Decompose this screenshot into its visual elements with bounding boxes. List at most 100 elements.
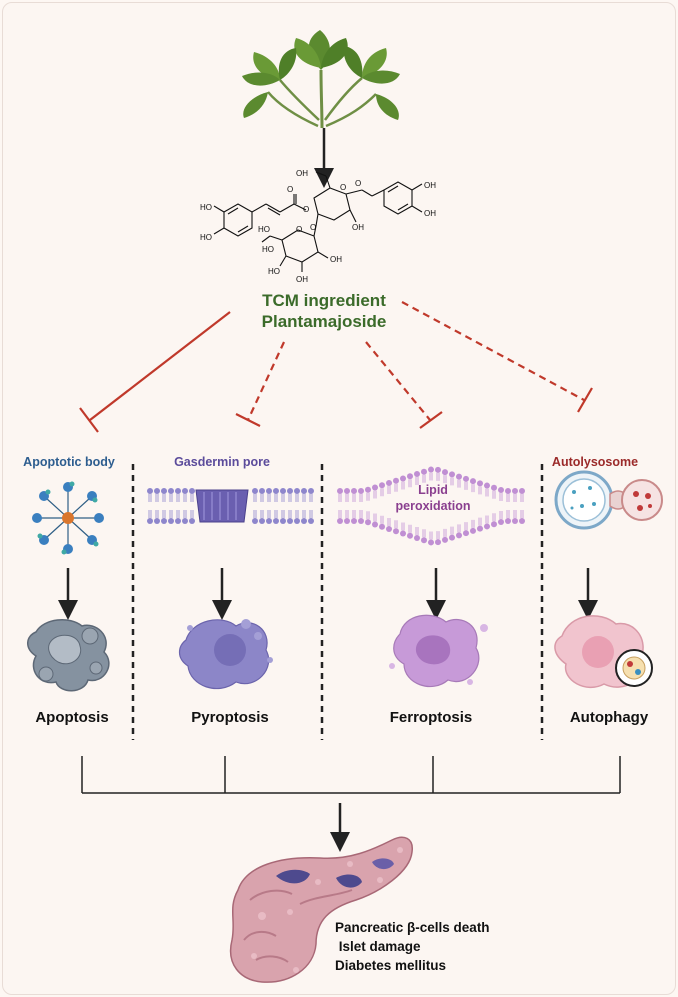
lipid-head xyxy=(428,539,434,546)
lipid-peroxidation-membrane-icon xyxy=(337,466,525,546)
lipid-head xyxy=(294,488,300,494)
lipid-head xyxy=(407,473,413,480)
svg-text:HO: HO xyxy=(258,225,270,234)
apoptotic-cell-icon xyxy=(27,619,110,692)
ferroptosis-inhibition xyxy=(365,341,443,429)
lipid-tail xyxy=(169,494,173,502)
lipid-head xyxy=(498,487,504,494)
lipid-head xyxy=(435,539,441,546)
lipid-tail xyxy=(162,494,166,502)
lipid-tail xyxy=(485,515,489,524)
lipid-peroxidation-line-2: peroxidation xyxy=(395,499,471,513)
lipid-head xyxy=(372,484,378,491)
svg-text:O: O xyxy=(296,225,302,234)
lipid-tail xyxy=(373,513,377,522)
lipid-tail xyxy=(499,510,503,519)
lipid-tail xyxy=(394,520,398,529)
lipid-tail xyxy=(302,510,306,518)
svg-text:HO: HO xyxy=(268,267,280,276)
lipid-tail xyxy=(359,510,363,518)
lipid-head xyxy=(414,471,420,478)
lipid-tail xyxy=(450,526,454,535)
lipid-head xyxy=(393,477,399,484)
lipid-head xyxy=(308,518,314,524)
autolysosome-icon xyxy=(554,470,663,530)
lipid-head xyxy=(435,466,441,473)
svg-text:OH: OH xyxy=(296,275,308,284)
lipid-head xyxy=(442,536,448,543)
gasdermin-pore-membrane-icon xyxy=(147,488,314,524)
lipid-tail xyxy=(457,479,461,488)
lipid-head xyxy=(470,527,476,534)
column-separators xyxy=(131,464,544,740)
lipid-tail xyxy=(352,494,356,502)
lipid-tail xyxy=(148,494,152,502)
lipid-peroxidation-label: Lipid peroxidation xyxy=(395,482,470,514)
lipid-head xyxy=(498,518,504,525)
lipid-head xyxy=(266,518,272,524)
lipid-head xyxy=(308,488,314,494)
plant-icon xyxy=(242,30,400,129)
lipid-head xyxy=(358,488,364,494)
apoptotic-body-icon xyxy=(32,481,104,555)
lipid-tail xyxy=(183,494,187,502)
lipid-head xyxy=(280,488,286,494)
lipid-head xyxy=(287,488,293,494)
lipid-head xyxy=(189,488,195,494)
lipid-tail xyxy=(302,494,306,502)
lipid-head xyxy=(449,471,455,478)
lipid-head xyxy=(491,521,497,528)
lipid-tail xyxy=(295,510,299,518)
ferroptotic-cell-icon xyxy=(389,614,488,688)
lipid-head xyxy=(161,488,167,494)
lipid-head xyxy=(252,518,258,524)
outcome-line-3: Diabetes mellitus xyxy=(335,958,447,973)
lipid-head xyxy=(400,475,406,482)
lipid-head xyxy=(175,518,181,524)
lipid-tail xyxy=(190,510,194,518)
lipid-head xyxy=(189,518,195,524)
lipid-tail xyxy=(457,524,461,533)
lipid-tail xyxy=(401,481,405,490)
lipid-head xyxy=(287,518,293,524)
lipid-head xyxy=(337,518,343,524)
lipid-head xyxy=(400,530,406,537)
lipid-head xyxy=(421,468,427,475)
lipid-tail xyxy=(415,477,419,486)
lipid-head xyxy=(393,528,399,535)
lipid-tail xyxy=(471,484,475,493)
lipid-tail xyxy=(281,494,285,502)
lipid-tail xyxy=(148,510,152,518)
svg-text:O: O xyxy=(310,223,316,232)
autolysosome-label: Autolysosome xyxy=(551,455,639,469)
lipid-head xyxy=(147,488,153,494)
lipid-head xyxy=(470,478,476,485)
lipid-head xyxy=(351,488,357,494)
lipid-head xyxy=(301,518,307,524)
lipid-head xyxy=(273,488,279,494)
lipid-head xyxy=(484,482,490,489)
lipid-head xyxy=(519,488,525,494)
lipid-tail xyxy=(422,529,426,538)
lipid-tail xyxy=(295,494,299,502)
lipid-tail xyxy=(345,510,349,518)
pyroptosis-label: Pyroptosis xyxy=(191,709,269,726)
svg-text:OH: OH xyxy=(424,181,436,190)
lipid-tail xyxy=(485,488,489,497)
lipid-head xyxy=(505,518,511,524)
svg-text:OH: OH xyxy=(330,255,342,264)
lipid-head xyxy=(477,480,483,487)
lipid-tail xyxy=(471,519,475,528)
autophagy-inhibition xyxy=(401,301,593,413)
lipid-tail xyxy=(478,486,482,495)
lipid-head xyxy=(456,532,462,539)
lipid-tail xyxy=(436,472,440,481)
lipid-tail xyxy=(176,494,180,502)
apoptotic-body-label: Apoptotic body xyxy=(23,455,115,469)
lipid-tail xyxy=(443,475,447,484)
lipid-head xyxy=(273,518,279,524)
lipid-tail xyxy=(464,481,468,490)
lipid-tail xyxy=(492,513,496,522)
lipid-tail xyxy=(415,526,419,535)
